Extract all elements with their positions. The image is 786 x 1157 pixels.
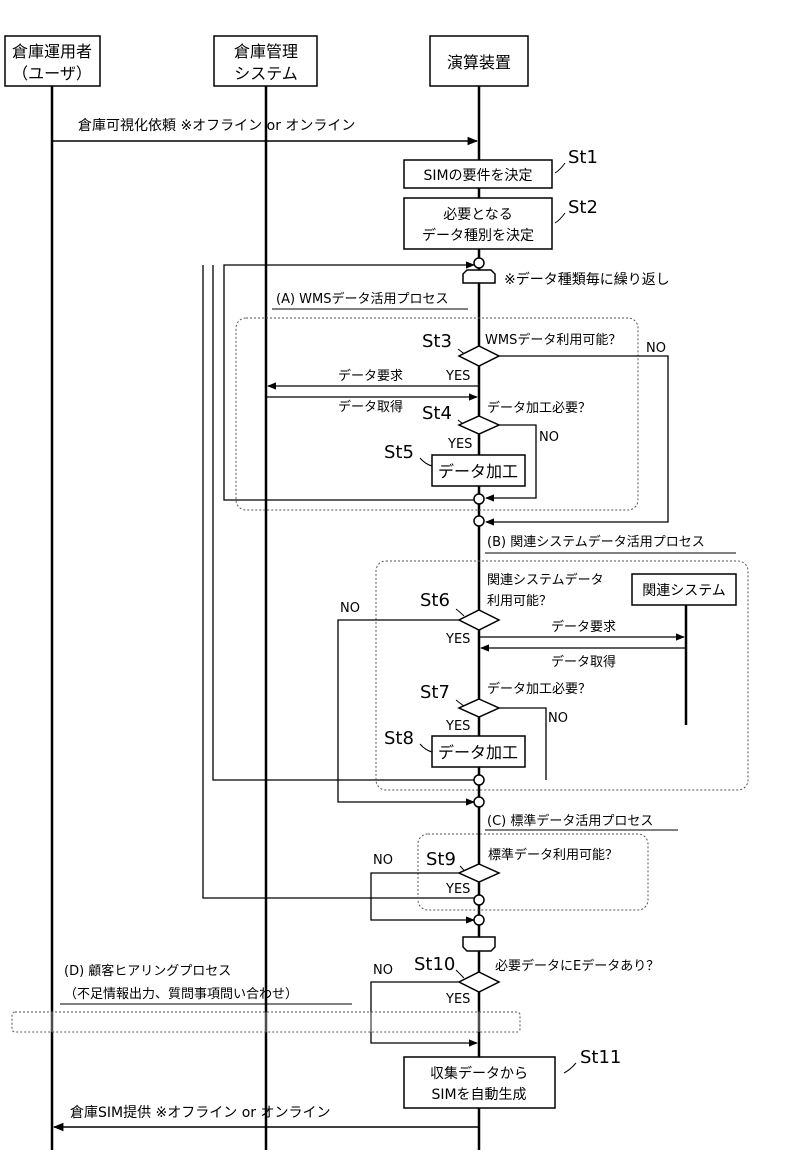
- process-a-title: (A) WMSデータ活用プロセス: [276, 291, 449, 307]
- q-st3: WMSデータ利用可能？: [485, 332, 621, 348]
- st2-text-1: 必要となる: [443, 207, 513, 223]
- step-label-st8: St8: [384, 728, 414, 749]
- lane-user: 倉庫運用者 （ユーザ）: [5, 36, 100, 86]
- st1-text: SIMの要件を決定: [423, 168, 532, 184]
- st11-text-1: 収集データから: [430, 1065, 528, 1082]
- process-d-band: [12, 1012, 520, 1032]
- st6-no-path: [338, 620, 474, 802]
- step-label-st10: St10: [414, 954, 455, 975]
- st11-text-2: SIMを自動生成: [431, 1087, 526, 1103]
- loop-back-c: [203, 265, 479, 898]
- related-system-label: 関連システム: [642, 583, 726, 599]
- st9-no: NO: [373, 853, 393, 868]
- step-label-st11: St11: [580, 1047, 621, 1068]
- q-st4: データ加工必要？: [487, 400, 591, 416]
- step-label-st5: St5: [384, 442, 414, 463]
- st4-no: NO: [539, 430, 559, 445]
- step-label-st9: St9: [426, 849, 456, 870]
- request-label: 倉庫可視化依頼 ※オフライン or オンライン: [78, 117, 355, 134]
- a-request-label: データ要求: [338, 368, 403, 384]
- step-label-st7: St7: [420, 682, 450, 703]
- st7-yes: YES: [445, 719, 470, 734]
- decision-st10: [459, 972, 499, 992]
- st3-yes: YES: [445, 369, 470, 384]
- st9-yes: YES: [445, 882, 470, 897]
- q-st7: データ加工必要？: [487, 681, 591, 697]
- st2-text-2: データ種別を決定: [422, 227, 534, 244]
- q-st10: 必要データにEデータあり？: [495, 958, 659, 974]
- st10-yes: YES: [445, 992, 470, 1007]
- a-get-label: データ取得: [338, 399, 403, 415]
- lane-wms: 倉庫管理 システム: [214, 36, 317, 86]
- process-b-title: (B) 関連システムデータ活用プロセス: [487, 534, 705, 550]
- delivery-label: 倉庫SIM提供 ※オフライン or オンライン: [70, 1104, 331, 1121]
- process-d-title: (D) 顧客ヒアリングプロセス: [64, 963, 231, 979]
- loop-end-symbol: [463, 937, 495, 951]
- step-label-st6: St6: [420, 590, 450, 611]
- q-st9: 標準データ利用可能？: [488, 847, 618, 863]
- q-st6-line1: 関連システムデータ: [487, 572, 604, 588]
- st6-yes: YES: [445, 632, 470, 647]
- decision-st6: [459, 610, 499, 630]
- loop-start-symbol: [463, 270, 495, 283]
- loop-note: ※データ種類毎に繰り返し: [504, 271, 670, 288]
- lane-calc: 演算装置: [430, 36, 528, 86]
- st6-no: NO: [340, 601, 360, 616]
- step-label-st2: St2: [568, 197, 598, 218]
- decision-st9: [459, 864, 499, 882]
- st5-text: データ加工: [438, 462, 518, 481]
- decision-st3: [459, 346, 499, 366]
- decision-st7: [459, 699, 499, 717]
- process-d-subtitle: （不足情報出力、質問事項問い合わせ）: [64, 987, 298, 1002]
- process-c-title: (C) 標準データ活用プロセス: [487, 813, 653, 829]
- lane-wms-subtitle: システム: [234, 64, 298, 83]
- b-get-label: データ取得: [551, 654, 616, 670]
- step-label-st1: St1: [568, 147, 598, 168]
- decision-st4: [459, 416, 499, 434]
- st7-no: NO: [548, 711, 568, 726]
- st8-text: データ加工: [438, 743, 518, 762]
- st10-no: NO: [373, 963, 393, 978]
- q-st6-line2: 利用可能？: [487, 594, 552, 609]
- lane-wms-title: 倉庫管理: [234, 42, 298, 61]
- b-request-label: データ要求: [551, 619, 616, 635]
- step-label-st4: St4: [422, 403, 452, 424]
- step-label-st3: St3: [422, 331, 452, 352]
- lane-calc-title: 演算装置: [447, 53, 511, 72]
- st3-no: NO: [646, 341, 666, 356]
- lane-user-subtitle: （ユーザ）: [12, 64, 92, 83]
- lane-user-title: 倉庫運用者: [12, 42, 92, 61]
- st4-yes: YES: [447, 437, 472, 452]
- st3-no-path: [486, 356, 668, 522]
